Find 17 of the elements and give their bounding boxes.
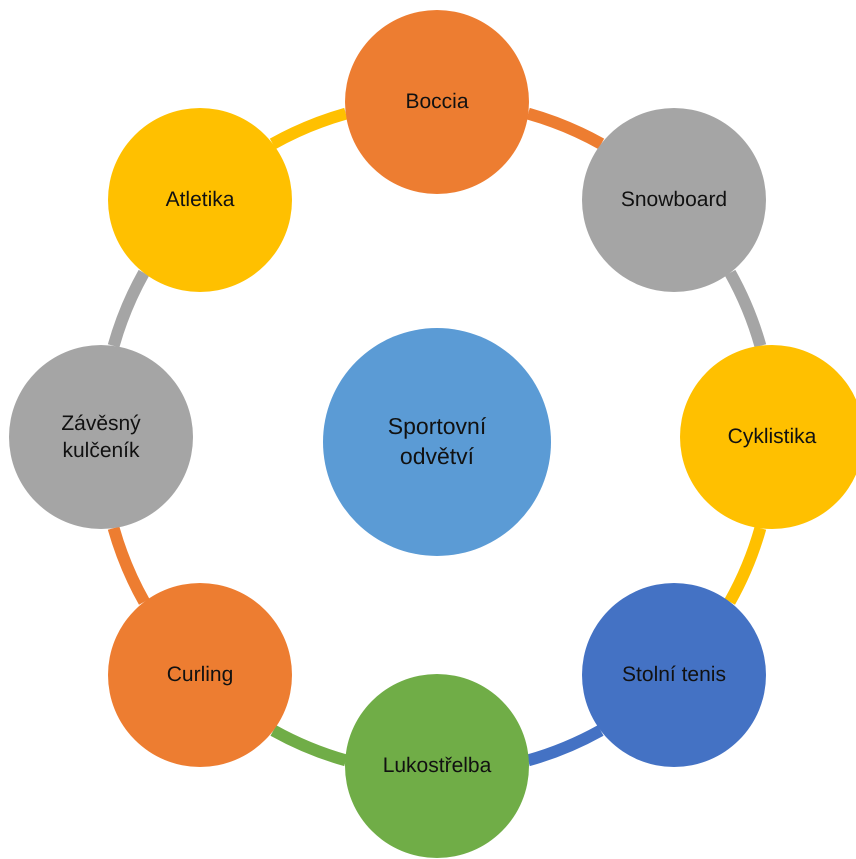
connector-arc [108,526,150,605]
node-label: Snowboard [620,187,728,214]
connector-arc [724,270,766,348]
connector-arc [526,108,604,150]
connector-arc [724,526,766,605]
node-label: Lukostřelba [382,753,492,780]
connector-arc [108,270,150,348]
node-label: Atletika [164,187,236,214]
connector-arc [270,108,348,150]
node-label: Curling [166,662,234,688]
node-label: Závěsný kulčeník [60,410,142,464]
node-label: Cyklistika [726,424,818,450]
connector-arc [526,725,604,766]
connector-arc [270,725,348,766]
node-label: Stolní tenis [621,662,727,688]
node-label: Sportovní odvětví [386,412,488,471]
node-label: Boccia [404,89,470,116]
